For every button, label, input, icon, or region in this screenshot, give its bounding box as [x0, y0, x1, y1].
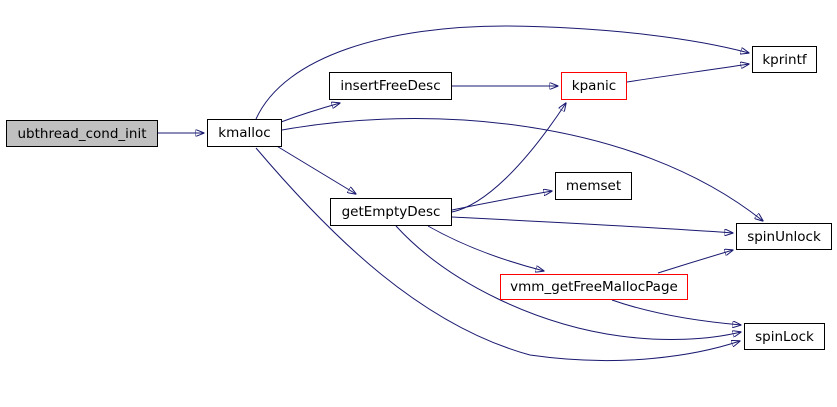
edge-kpanic-kprintf	[626, 64, 749, 83]
node-getemptydesc[interactable]: getEmptyDesc	[330, 198, 452, 226]
edge-kmalloc-spinUnlock	[281, 118, 763, 221]
node-label: ubthread_cond_init	[17, 125, 147, 142]
edge-kmalloc-getEmptyDesc	[274, 144, 356, 194]
edge-getEmptyDesc-memset	[451, 191, 552, 211]
edge-getEmptyDesc-spinLock	[395, 225, 741, 340]
node-spinunlock[interactable]: spinUnlock	[736, 223, 832, 250]
edge-kmalloc-insertFreeDesc	[280, 103, 340, 123]
node-label: getEmptyDesc	[341, 204, 441, 220]
edge-getEmptyDesc-kpanic	[451, 103, 566, 213]
node-insertfreedesc[interactable]: insertFreeDesc	[329, 72, 452, 100]
node-label: memset	[565, 178, 622, 194]
node-label: kmalloc	[218, 125, 271, 141]
edge-kmalloc-kprintf	[255, 25, 749, 120]
node-label: vmm_getFreeMallocPage	[510, 279, 678, 295]
node-label: kprintf	[762, 51, 807, 68]
node-spinlock[interactable]: spinLock	[744, 323, 825, 350]
node-label: insertFreeDesc	[340, 78, 441, 94]
edge-vmm_getFreeMallocPage-spinUnlock	[657, 250, 733, 274]
edge-kmalloc-spinLock	[255, 147, 740, 361]
node-ubthread-cond-init: ubthread_cond_init	[6, 120, 158, 147]
node-label: spinLock	[755, 328, 814, 345]
edge-getEmptyDesc-spinUnlock	[451, 216, 733, 233]
node-kpanic[interactable]: kpanic	[561, 72, 627, 100]
edge-vmm_getFreeMallocPage-spinLock	[611, 299, 741, 325]
node-kmalloc[interactable]: kmalloc	[207, 119, 282, 147]
node-label: spinUnlock	[747, 228, 821, 245]
node-kprintf[interactable]: kprintf	[752, 46, 817, 73]
node-vmm-getfreemallocpage[interactable]: vmm_getFreeMallocPage	[500, 274, 688, 300]
edge-getEmptyDesc-vmm_getFreeMallocPage	[427, 225, 544, 271]
node-label: kpanic	[571, 78, 617, 94]
node-memset[interactable]: memset	[555, 172, 632, 200]
